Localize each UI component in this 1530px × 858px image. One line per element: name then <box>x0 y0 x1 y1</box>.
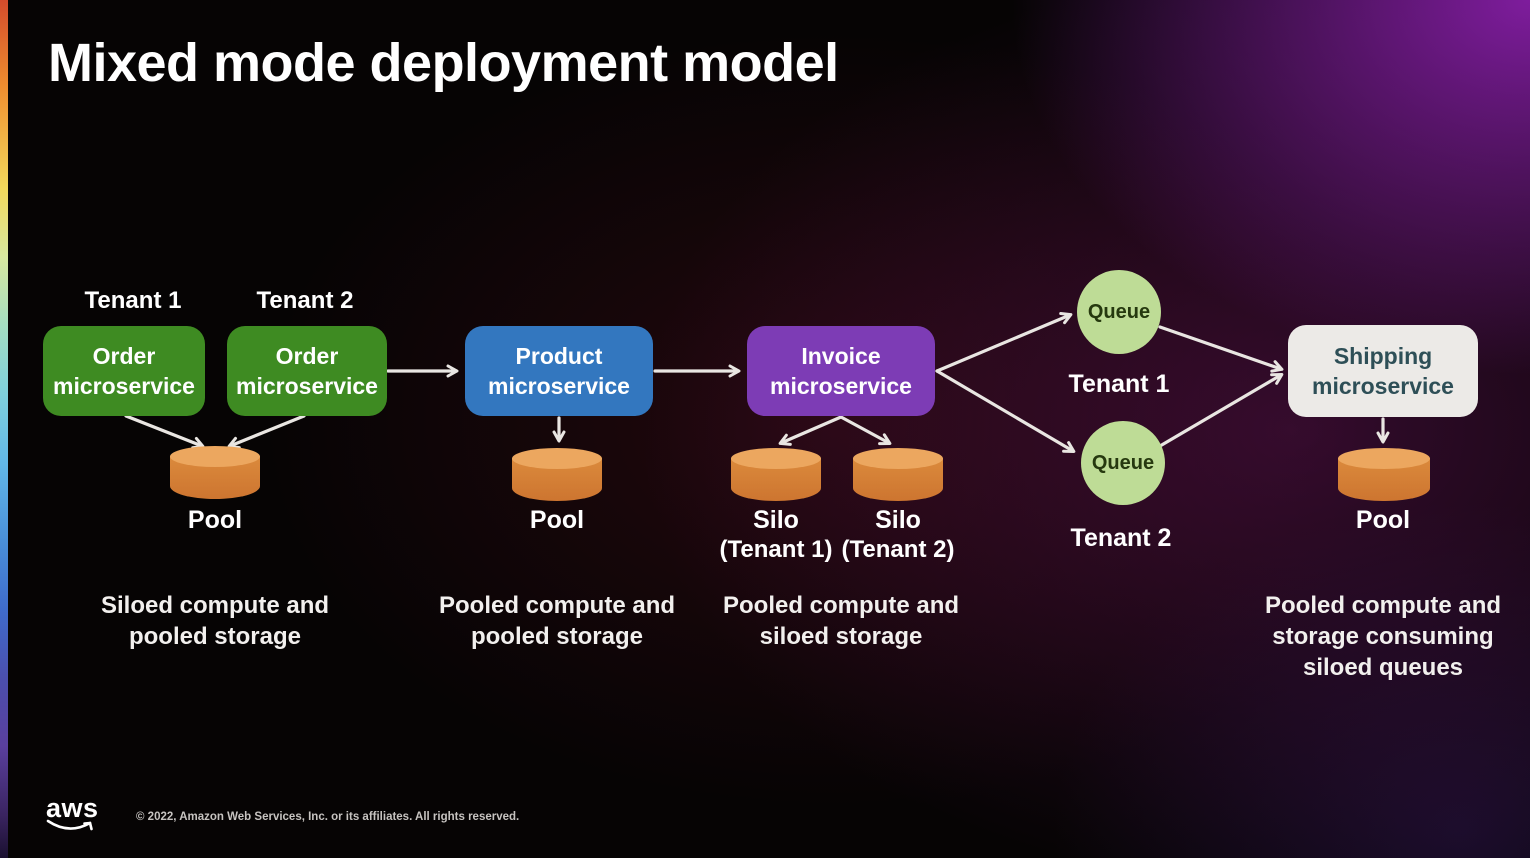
database-cylinder-pool2 <box>512 448 602 501</box>
database-cylinder-pool1 <box>170 446 260 499</box>
cylinder-top <box>731 448 821 469</box>
queue-circle-tenant1: Queue <box>1077 270 1161 354</box>
caption-pooled-compute-siloed-storage: Pooled compute and siloed storage <box>723 590 959 652</box>
copyright-text: © 2022, Amazon Web Services, Inc. or its… <box>136 811 520 823</box>
rainbow-edge-stripe <box>0 0 8 858</box>
caption-line: pooled storage <box>470 623 644 650</box>
aws-smile-icon <box>46 819 93 831</box>
aws-logo-text: aws <box>46 793 99 823</box>
caption-line: Pooled compute and <box>722 592 960 619</box>
tenant1-label: Tenant 1 <box>84 287 182 314</box>
arrow-invoice-to-silo1 <box>778 415 843 446</box>
queue1-tenant-label: Tenant 1 <box>1068 370 1170 398</box>
arrow-invoice-to-queue2 <box>935 369 1076 454</box>
pool3-label: Pool <box>1355 506 1411 534</box>
database-cylinder-pool3 <box>1338 448 1430 501</box>
caption-line: Pooled compute and <box>1264 592 1502 619</box>
database-cylinder-silo2 <box>853 448 943 501</box>
database-cylinder-silo1 <box>731 448 821 501</box>
arrow-order1-to-pool1 <box>124 414 205 450</box>
tenant2-label: Tenant 2 <box>256 287 354 314</box>
cylinder-top <box>512 448 602 469</box>
order-microservice-1-box: Order microservice <box>43 326 205 416</box>
silo1-tenant-label: (Tenant 1) <box>719 536 833 563</box>
silo2-label: Silo <box>875 506 921 534</box>
silo1-label: Silo <box>753 506 799 534</box>
arrow-invoice-to-silo2 <box>839 415 892 446</box>
queue-circle-tenant2: Queue <box>1081 421 1165 505</box>
caption-line: Siloed compute and <box>100 592 330 619</box>
arrow-queue2-to-shipping <box>1158 372 1284 448</box>
caption-line: storage consuming <box>1272 623 1494 650</box>
shipping-microservice-box: Shipping microservice <box>1288 325 1478 417</box>
caption-pooled-compute-pooled-storage: Pooled compute and pooled storage <box>439 590 675 652</box>
pool2-label: Pool <box>529 506 585 534</box>
caption-line: pooled storage <box>128 623 302 650</box>
caption-pooled-consuming-siloed-queues: Pooled compute and storage consuming sil… <box>1265 590 1501 683</box>
pool1-label: Pool <box>187 506 243 534</box>
arrow-queue1-to-shipping <box>1158 325 1284 373</box>
order-microservice-2-box: Order microservice <box>227 326 387 416</box>
caption-line: Pooled compute and <box>438 592 676 619</box>
silo2-tenant-label: (Tenant 2) <box>841 536 955 563</box>
product-microservice-box: Product microservice <box>465 326 653 416</box>
caption-siloed-compute-pooled-storage: Siloed compute and pooled storage <box>101 590 329 652</box>
cylinder-top <box>853 448 943 469</box>
caption-line: siloed storage <box>759 623 923 650</box>
invoice-microservice-box: Invoice microservice <box>747 326 935 416</box>
arrow-invoice-to-queue1 <box>935 311 1073 373</box>
cylinder-top <box>170 446 260 467</box>
slide-title: Mixed mode deployment model <box>48 33 839 93</box>
queue2-tenant-label: Tenant 2 <box>1070 524 1172 552</box>
cylinder-top <box>1338 448 1430 469</box>
arrow-order2-to-pool1 <box>227 414 306 450</box>
caption-line: siloed queues <box>1302 654 1464 681</box>
aws-logo: aws <box>46 795 98 839</box>
